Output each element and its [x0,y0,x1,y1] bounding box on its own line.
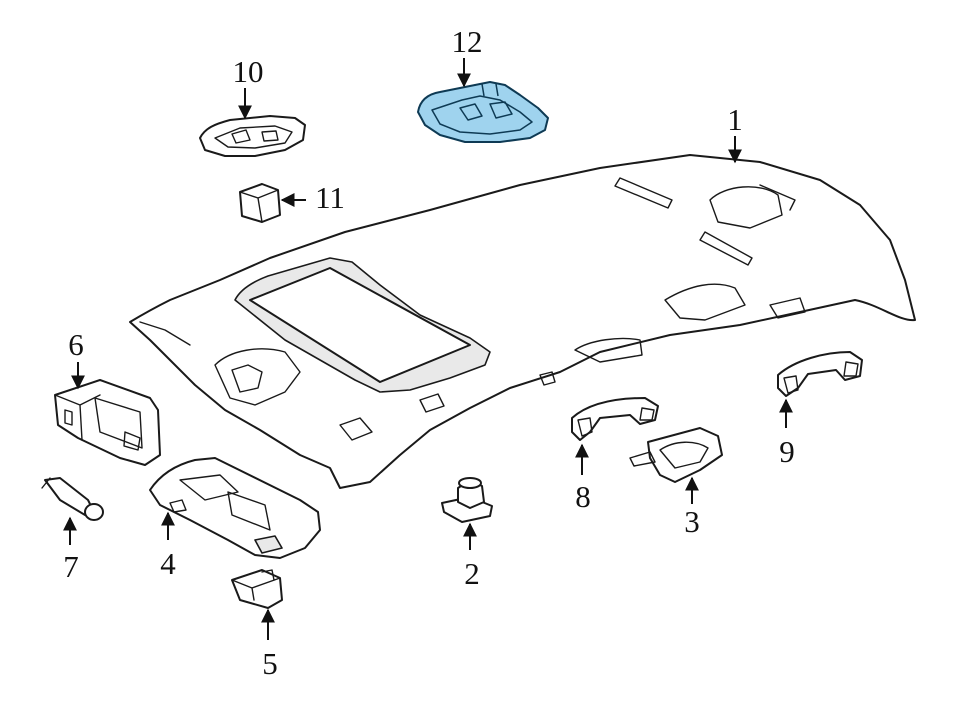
visor-clip-part[interactable] [231,569,283,609]
grab-handle-front-part[interactable] [571,397,659,441]
callout-11: 11 [315,180,345,215]
grab-handle-rear-part[interactable] [777,351,863,397]
callout-6: 6 [68,327,84,362]
lamp-bracket-part[interactable] [629,427,723,483]
switch-cover-part[interactable] [239,183,281,223]
callout-7: 7 [63,549,79,584]
callout-labels: 1 2 3 4 5 6 7 8 9 10 11 12 [63,24,795,681]
overhead-console-bezel-part[interactable] [417,81,549,143]
retainer-clip-part[interactable] [441,477,493,523]
headliner-part[interactable] [129,154,916,489]
lamp-housing-part[interactable] [54,379,161,466]
callout-1: 1 [727,102,743,137]
callout-2: 2 [464,556,480,591]
dome-lamp-part[interactable] [199,115,306,157]
callout-4: 4 [160,546,176,581]
callout-5: 5 [262,646,278,681]
bulb-part[interactable] [41,477,104,521]
callout-3: 3 [684,504,700,539]
leader-arrows [63,58,793,640]
callout-9: 9 [779,434,795,469]
sun-visor-part[interactable] [149,457,321,559]
callout-12: 12 [452,24,483,59]
callout-10: 10 [233,54,264,89]
callout-8: 8 [575,479,591,514]
